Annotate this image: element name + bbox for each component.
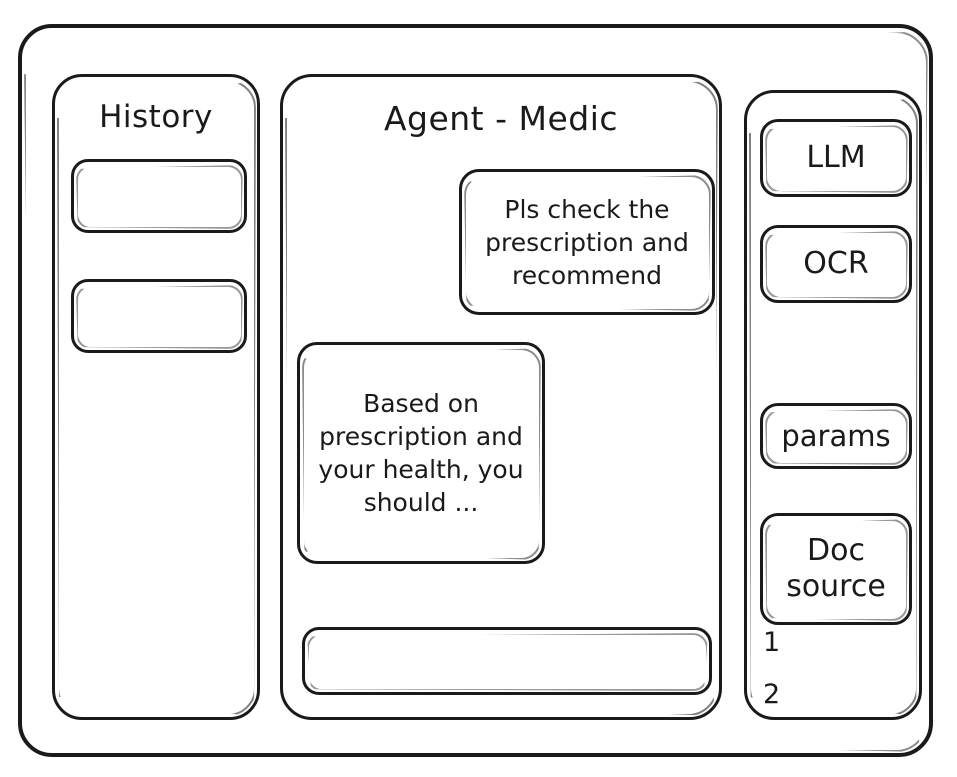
- history-list-item[interactable]: [71, 159, 247, 233]
- page-title: Agent - Medic: [383, 99, 619, 138]
- user-message-bubble: Pls check the prescription and recommend: [459, 169, 715, 315]
- assistant-message-bubble: Based on prescription and your health, y…: [297, 342, 545, 564]
- tools-sidebar: LLM OCR params Doc source 1 2: [744, 90, 922, 720]
- tool-button-llm[interactable]: LLM: [760, 119, 912, 197]
- app-window-frame: History Agent - Medic Pls check the pres…: [18, 24, 933, 757]
- doc-source-item[interactable]: 2: [763, 679, 781, 710]
- history-title: History: [99, 99, 213, 135]
- tool-button-label: params: [781, 418, 891, 453]
- tool-button-doc-source[interactable]: Doc source: [760, 513, 912, 625]
- history-sidebar: History: [52, 74, 260, 720]
- tool-button-label: Doc source: [786, 533, 886, 604]
- tool-button-label: LLM: [806, 140, 866, 175]
- doc-source-item[interactable]: 1: [763, 627, 781, 658]
- tool-button-params[interactable]: params: [760, 403, 912, 469]
- message-composer-input[interactable]: [302, 627, 712, 695]
- tool-button-label: OCR: [803, 246, 869, 281]
- tool-button-ocr[interactable]: OCR: [760, 225, 912, 303]
- agent-main-panel: Agent - Medic Pls check the prescription…: [280, 74, 722, 720]
- assistant-message-text: Based on prescription and your health, y…: [318, 389, 524, 517]
- user-message-text: Pls check the prescription and recommend: [485, 194, 689, 290]
- history-list-item[interactable]: [71, 279, 247, 353]
